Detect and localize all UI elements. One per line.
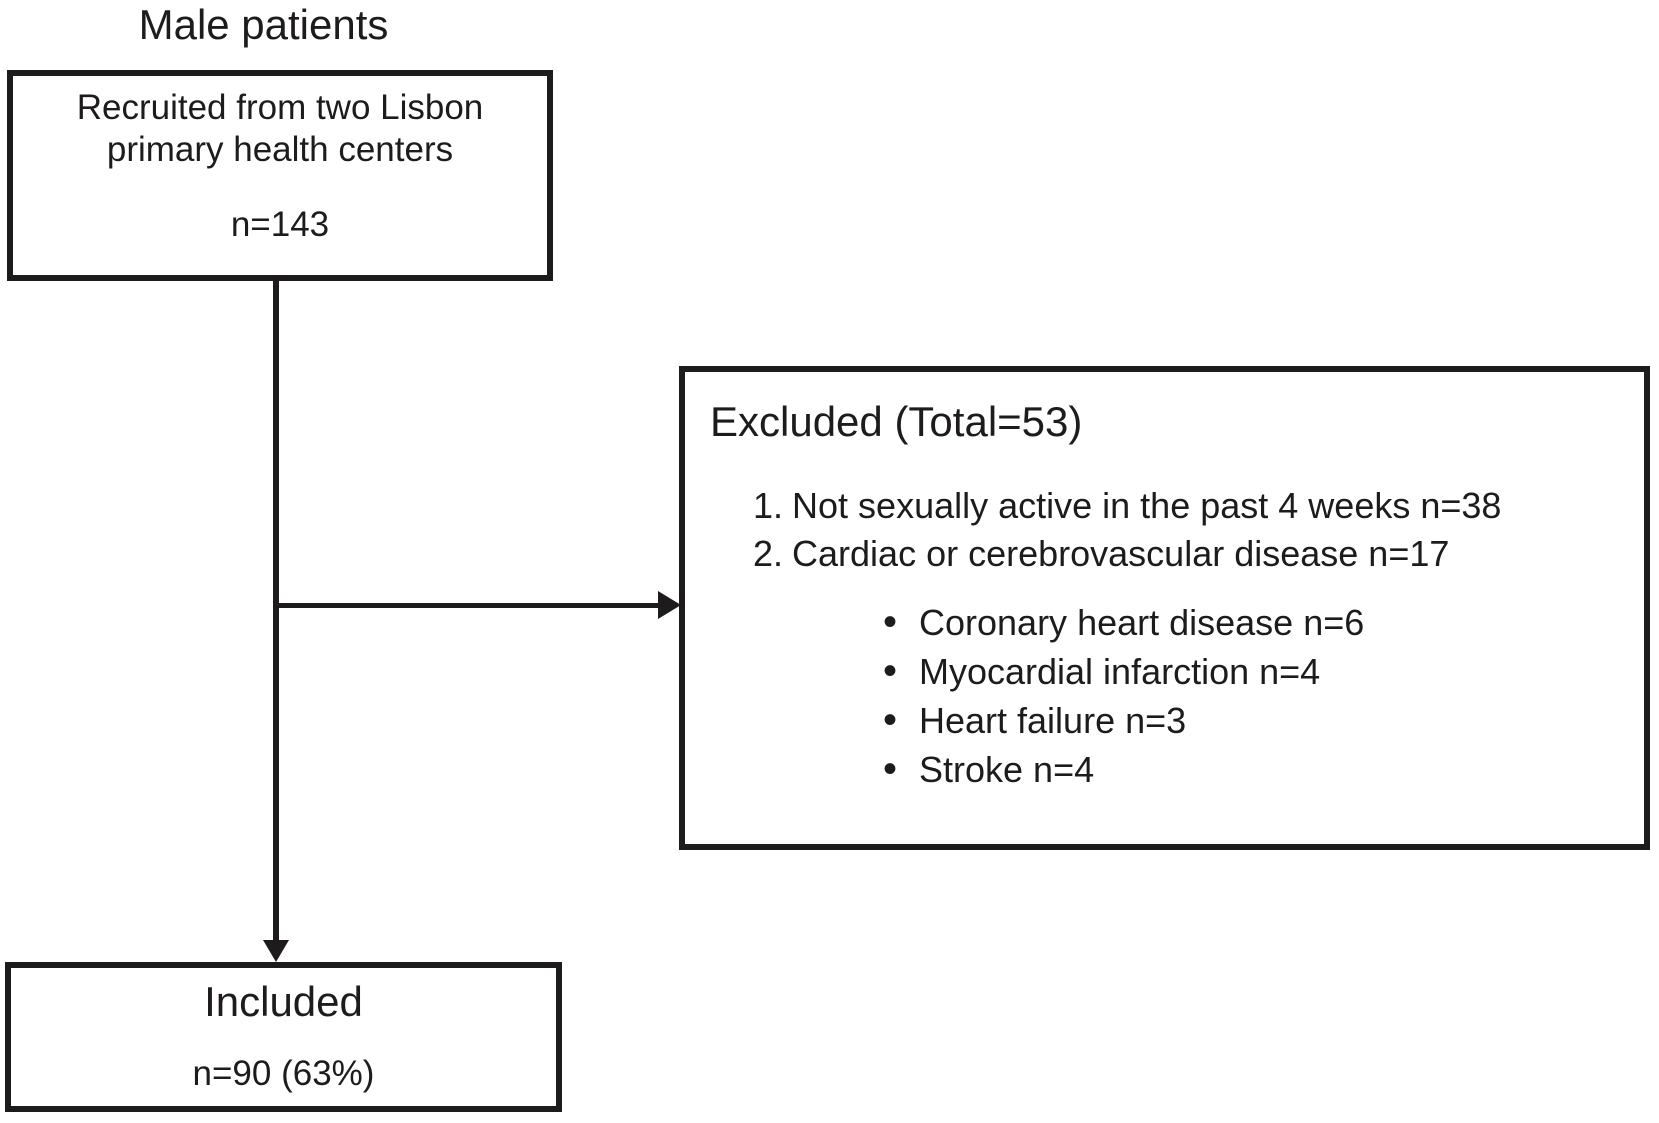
bullet-icon: • — [883, 649, 898, 693]
list-item-number: 1. — [753, 485, 784, 526]
vertical-connector-line — [273, 281, 279, 940]
recruited-box: Recruited from two Lisbon primary health… — [7, 70, 553, 281]
recruited-line-2: primary health centers — [106, 130, 454, 169]
bullet-icon: • — [883, 698, 898, 742]
recruited-line-1: Recruited from two Lisbon — [76, 88, 484, 127]
bullet-item: • Heart failure n=3 — [883, 696, 1644, 745]
flow-title: Male patients — [138, 1, 389, 48]
list-item-number: 2. — [753, 533, 784, 574]
horizontal-connector-line — [276, 603, 658, 608]
list-item-text: Not sexually active in the past 4 weeks … — [792, 485, 1502, 526]
excluded-numbered-list: 1.Not sexually active in the past 4 week… — [753, 482, 1644, 578]
list-item: 2.Cardiac or cerebrovascular disease n=1… — [753, 530, 1644, 578]
recruited-count: n=143 — [230, 205, 330, 244]
bullet-item-text: Myocardial infarction n=4 — [919, 651, 1321, 692]
arrowhead-right-icon — [658, 591, 681, 619]
bullet-icon: • — [883, 600, 898, 644]
excluded-bullet-list: • Coronary heart disease n=6 • Myocardial … — [883, 598, 1644, 794]
arrowhead-down-icon — [263, 940, 289, 962]
bullet-item-text: Heart failure n=3 — [919, 700, 1187, 741]
recruited-box-text: Recruited from two Lisbon primary health… — [13, 87, 547, 171]
excluded-box: Excluded (Total=53) 1.Not sexually activ… — [679, 366, 1650, 850]
bullet-item: • Coronary heart disease n=6 — [883, 598, 1644, 647]
list-item: 1.Not sexually active in the past 4 week… — [753, 482, 1644, 530]
list-item-text: Cardiac or cerebrovascular disease n=17 — [792, 533, 1450, 574]
included-count: n=90 (63%) — [192, 1054, 375, 1093]
included-box: Included n=90 (63%) — [5, 962, 562, 1112]
bullet-icon: • — [883, 747, 898, 791]
included-heading: Included — [204, 978, 363, 1025]
bullet-item-text: Stroke n=4 — [919, 749, 1095, 790]
bullet-item: • Myocardial infarction n=4 — [883, 647, 1644, 696]
bullet-item-text: Coronary heart disease n=6 — [919, 602, 1365, 643]
excluded-heading: Excluded (Total=53) — [710, 398, 1083, 445]
bullet-item: • Stroke n=4 — [883, 745, 1644, 794]
